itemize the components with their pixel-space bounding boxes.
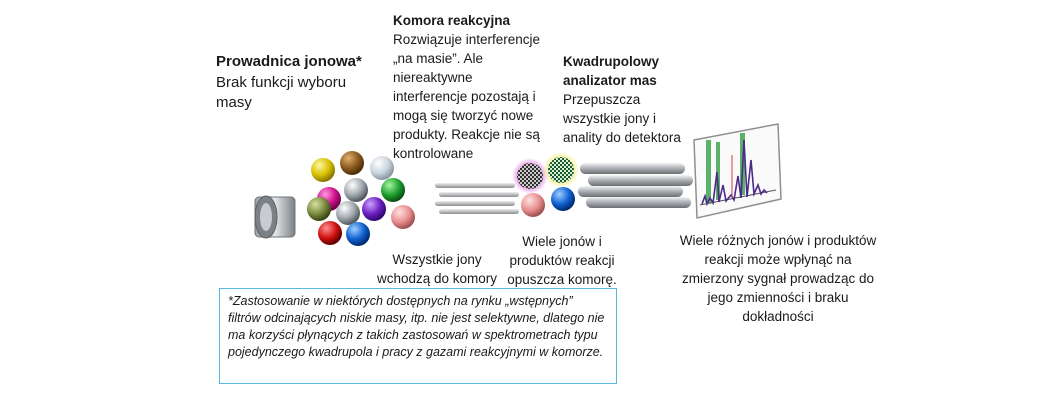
ion-guide-title: Prowadnica jonowa* xyxy=(216,53,362,70)
footnote-box: *Zastosowanie w niektórych dostępnych na… xyxy=(219,288,617,384)
ion-sphere-icon xyxy=(340,151,364,175)
ion-sphere-icon xyxy=(362,197,386,221)
ion-sphere-icon xyxy=(381,178,405,202)
quadrupole-description: Przepuszcza wszystkie jony i anality do … xyxy=(563,92,681,145)
reaction-cell-title: Komora reakcyjna xyxy=(393,13,511,28)
ion-guide-description: Brak funkcji wyboru masy xyxy=(216,74,347,111)
reaction-cell-rods-icon xyxy=(435,183,519,214)
product-ions xyxy=(512,152,579,217)
ion-sphere-icon xyxy=(344,178,368,202)
many-ions-caption: Wiele jonów i produktów reakcji opuszcza… xyxy=(507,234,617,287)
ion-sphere-icon xyxy=(346,222,370,246)
ion-guide-cylinder-icon xyxy=(254,195,296,239)
ion-sphere-icon xyxy=(548,157,574,183)
ion-sphere-icon xyxy=(307,197,331,221)
ion-sphere-icon xyxy=(551,187,575,211)
ion-sphere-icon xyxy=(336,201,360,225)
ion-cluster xyxy=(307,151,415,246)
ion-sphere-icon xyxy=(521,193,545,217)
ion-sphere-icon xyxy=(517,163,543,189)
ion-sphere-icon xyxy=(391,205,415,229)
ion-sphere-icon xyxy=(311,158,335,182)
quadrupole-title: Kwadrupolowy analizator mas xyxy=(563,54,660,88)
ion-sphere-icon xyxy=(370,156,394,180)
ion-sphere-icon xyxy=(318,221,342,245)
reaction-cell-description: Rozwiązuje interferencje „na masie”. Ale… xyxy=(393,32,541,161)
all-ions-caption: Wszystkie jony wchodzą do komory xyxy=(376,252,498,286)
different-ions-caption: Wiele różnych jonów i produktów reakcji … xyxy=(679,233,877,324)
spectrum-screen-icon xyxy=(693,123,782,219)
quadrupole-rods-icon xyxy=(578,163,693,208)
